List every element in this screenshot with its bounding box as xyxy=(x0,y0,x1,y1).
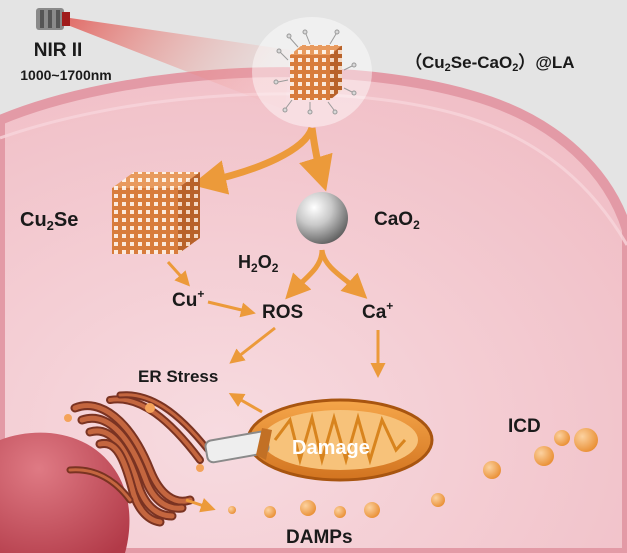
cell-inner-membrane xyxy=(0,92,627,246)
cu2se-cube-icon xyxy=(112,172,200,254)
golgi-icon xyxy=(66,391,212,527)
nucleus xyxy=(0,432,130,553)
nanocube-icon xyxy=(273,29,357,115)
label-ca-plus: Ca+ xyxy=(362,299,393,323)
label-er-stress: ER Stress xyxy=(138,367,218,386)
laser-label: NIR II xyxy=(34,40,83,61)
nanocomposite-title: （Cu2Se-CaO2）@LA xyxy=(405,52,575,74)
label-damps: DAMPs xyxy=(286,527,353,548)
label-damage: Damage xyxy=(292,437,370,459)
arrow-to-cao2 xyxy=(299,127,333,192)
cao2-sphere-icon xyxy=(296,192,348,244)
label-icd: ICD xyxy=(508,416,541,437)
icd-particles xyxy=(431,428,598,507)
arrow-to-ca xyxy=(319,249,368,299)
arrow-cu2se-to-cu xyxy=(166,260,191,287)
mitochondrion-icon xyxy=(204,398,434,482)
arrow-golgi-to-damps xyxy=(185,498,216,513)
arrow-mito-to-er xyxy=(228,393,263,414)
arrow-to-cu2se xyxy=(191,126,316,195)
label-h2o2: H2O2 xyxy=(238,252,279,275)
vesicle xyxy=(145,403,155,413)
vesicle xyxy=(196,464,204,472)
laser-range: 1000~1700nm xyxy=(20,67,111,83)
label-cu-plus: Cu+ xyxy=(172,287,204,311)
damps-particles xyxy=(228,500,380,518)
label-cao2: CaO2 xyxy=(374,209,420,232)
label-ros: ROS xyxy=(262,302,303,323)
arrow-cu-to-ros xyxy=(207,300,256,318)
arrow-ros-to-er xyxy=(229,326,276,364)
laser-icon xyxy=(36,8,70,30)
laser-beam xyxy=(70,18,290,110)
label-cu2se: Cu2Se xyxy=(20,209,78,233)
vesicle xyxy=(64,414,72,422)
